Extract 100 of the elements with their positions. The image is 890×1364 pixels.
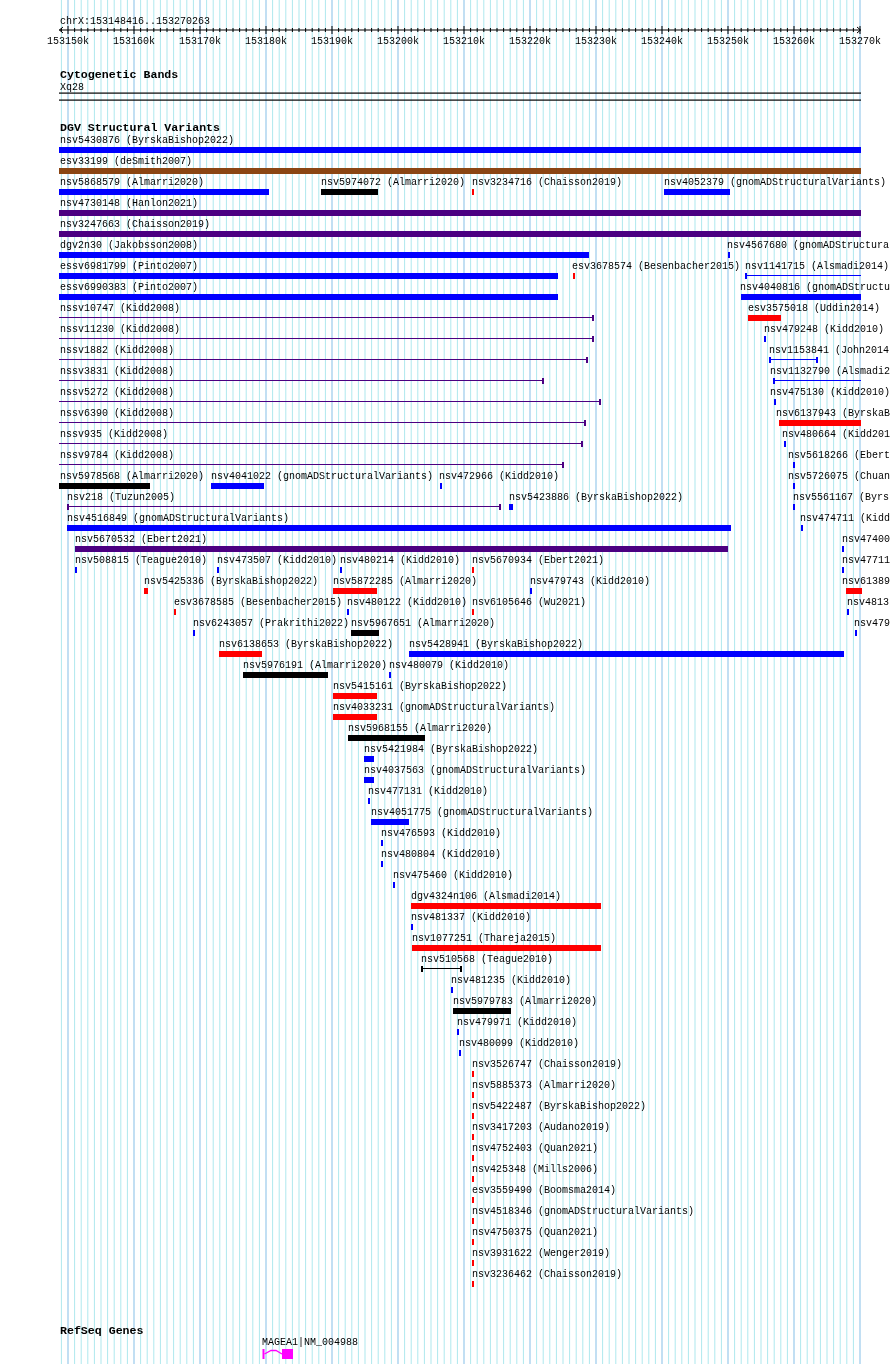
variant-label: nsv5421984 (ByrskaBishop2022) — [364, 744, 539, 755]
variant-label: nsv5430876 (ByrskaBishop2022) — [60, 135, 235, 146]
variant-label: nsv218 (Tuzun2005) — [67, 492, 176, 503]
ruler-tick-label: 153270k — [839, 35, 881, 47]
variant-label: nsv5978568 (Almarri2020) — [60, 471, 205, 482]
variant-label: esv33199 (deSmith2007) — [60, 156, 193, 167]
variant-label: nsv1141715 (Alsmadi2014) — [745, 261, 890, 272]
variant-label: nsv6105646 (Wu2021) — [472, 597, 587, 608]
variant-label: nsv3236462 (Chaisson2019) — [472, 1269, 623, 1280]
variant-label: esv3678574 (Besenbacher2015) — [572, 261, 741, 272]
ruler-tick-label: 153180k — [245, 35, 287, 47]
variant-label: nsv4037563 (gnomADStructuralVariants) — [364, 765, 587, 776]
variant-label: nsv477131 (Kidd2010) — [368, 786, 489, 797]
variant-label: nsv5979783 (Almarri2020) — [453, 996, 598, 1007]
variant-label: nsv481337 (Kidd2010) — [411, 912, 532, 923]
gene-label: MAGEA1|NM_004988 — [262, 1336, 358, 1348]
variant-label: nsv47400 — [842, 534, 890, 545]
variant-label: nsv3931622 (Wenger2019) — [472, 1248, 611, 1259]
variant-label: nsv5670934 (Ebert2021) — [472, 555, 605, 566]
variant-label: nsv4730148 (Hanlon2021) — [60, 198, 199, 209]
variant-label: esv3678585 (Besenbacher2015) — [174, 597, 343, 608]
variant-label: esv3575018 (Uddin2014) — [748, 303, 881, 314]
track-heading: DGV Structural Variants — [60, 120, 221, 134]
variant-label: esv3559490 (Boomsma2014) — [472, 1185, 617, 1196]
variant-label: nsv61389 — [842, 576, 890, 587]
variant-label: nsv5885373 (Almarri2020) — [472, 1080, 617, 1091]
variant-label: dgv4324n106 (Alsmadi2014) — [411, 891, 562, 902]
variant-label: nssv11230 (Kidd2008) — [60, 324, 181, 335]
variant-label: nsv4033231 (gnomADStructuralVariants) — [333, 702, 556, 713]
variant-label: nsv480664 (Kidd201 — [782, 429, 890, 440]
variant-label: nsv475460 (Kidd2010) — [393, 870, 514, 881]
variant-label: nsv3247663 (Chaisson2019) — [60, 219, 211, 230]
variant-label: nsv480214 (Kidd2010) — [340, 555, 461, 566]
variant-label: nsv474711 (Kidd — [800, 513, 890, 524]
variant-label: nsv480122 (Kidd2010) — [347, 597, 468, 608]
variant-label: nsv4041022 (gnomADStructuralVariants) — [211, 471, 434, 482]
variant-label: nsv480804 (Kidd2010) — [381, 849, 502, 860]
variant-label: nsv6243057 (Prakrithi2022) — [193, 618, 350, 629]
variant-label: nsv5976191 (Almarri2020) — [243, 660, 388, 671]
variant-label: nssv1882 (Kidd2008) — [60, 345, 175, 356]
ruler-tick-label: 153260k — [773, 35, 815, 47]
ruler-tick-label: 153160k — [113, 35, 155, 47]
variant-label: nsv479 — [854, 618, 890, 629]
variant-label: nsv4051775 (gnomADStructuralVariants) — [371, 807, 594, 818]
ruler-tick-label: 153190k — [311, 35, 353, 47]
variant-label: nsv4516849 (gnomADStructuralVariants) — [67, 513, 290, 524]
coordinate-range-label: chrX:153148416..153270263 — [60, 15, 211, 27]
variant-label: nssv9784 (Kidd2008) — [60, 450, 175, 461]
variant-label: nssv5272 (Kidd2008) — [60, 387, 175, 398]
variant-label: nsv472966 (Kidd2010) — [439, 471, 560, 482]
ruler-tick-label: 153220k — [509, 35, 551, 47]
variant-label: nsv5967651 (Almarri2020) — [351, 618, 496, 629]
variant-label: nsv480099 (Kidd2010) — [459, 1038, 580, 1049]
variant-label: nsv510568 (Teague2010) — [421, 954, 554, 965]
variant-label: nsv6137943 (ByrskaB — [776, 408, 890, 419]
variant-label: nsv5415161 (ByrskaBishop2022) — [333, 681, 508, 692]
variant-label: nsv3526747 (Chaisson2019) — [472, 1059, 623, 1070]
variant-label: nsv3234716 (Chaisson2019) — [472, 177, 623, 188]
variant-label: nsv5670532 (Ebert2021) — [75, 534, 208, 545]
variant-label: nsv4040816 (gnomADStructu — [740, 282, 890, 293]
variant-label: nsv4518346 (gnomADStructuralVariants) — [472, 1206, 695, 1217]
variant-label: nssv935 (Kidd2008) — [60, 429, 169, 440]
variant-label: essv6990383 (Pinto2007) — [60, 282, 199, 293]
variant-label: nsv480079 (Kidd2010) — [389, 660, 510, 671]
variant-label: nsv5618266 (Ebert — [788, 450, 890, 461]
variant-label: nsv5974072 (Almarri2020) — [321, 177, 466, 188]
variant-label: nsv6138653 (ByrskaBishop2022) — [219, 639, 394, 650]
variant-label: nsv5428941 (ByrskaBishop2022) — [409, 639, 584, 650]
variant-label: nsv475130 (Kidd2010) — [770, 387, 890, 398]
variant-label: nsv5561167 (Byrs — [793, 492, 889, 503]
ruler-tick-label: 153230k — [575, 35, 617, 47]
ruler-tick-label: 153240k — [641, 35, 683, 47]
variant-label: nssv6390 (Kidd2008) — [60, 408, 175, 419]
variant-label: nsv508815 (Teague2010) — [75, 555, 208, 566]
variant-label: nsv473507 (Kidd2010) — [217, 555, 338, 566]
variant-label: dgv2n30 (Jakobsson2008) — [60, 240, 199, 251]
variant-label: nsv4567680 (gnomADStructura — [727, 240, 890, 251]
ruler-tick-label: 153200k — [377, 35, 419, 47]
track-heading: RefSeq Genes — [60, 1323, 144, 1337]
variant-label: nsv479971 (Kidd2010) — [457, 1017, 578, 1028]
band-label: Xq28 — [60, 81, 84, 93]
variant-label: nsv47711 — [842, 555, 890, 566]
variant-label: nsv479743 (Kidd2010) — [530, 576, 651, 587]
ruler-tick-label: 153170k — [179, 35, 221, 47]
variant-label: nsv1077251 (Thareja2015) — [412, 933, 557, 944]
variant-label: nsv5868579 (Almarri2020) — [60, 177, 205, 188]
variant-label: nsv5425336 (ByrskaBishop2022) — [144, 576, 319, 587]
track-heading: Cytogenetic Bands — [60, 67, 179, 81]
variant-label: nsv4752403 (Quan2021) — [472, 1143, 599, 1154]
ruler-tick-label: 153250k — [707, 35, 749, 47]
variant-label: nssv3831 (Kidd2008) — [60, 366, 175, 377]
variant-label: nsv4813 — [847, 597, 889, 608]
variant-label: nsv1132790 (Alsmadi2 — [770, 366, 890, 377]
variant-label: essv6981799 (Pinto2007) — [60, 261, 199, 272]
variant-label: nssv10747 (Kidd2008) — [60, 303, 181, 314]
variant-label: nsv476593 (Kidd2010) — [381, 828, 502, 839]
variant-label: nsv5423886 (ByrskaBishop2022) — [509, 492, 684, 503]
variant-label: nsv481235 (Kidd2010) — [451, 975, 572, 986]
variant-label: nsv1153841 (John2014 — [769, 345, 890, 356]
variant-label: nsv479248 (Kidd2010) — [764, 324, 885, 335]
